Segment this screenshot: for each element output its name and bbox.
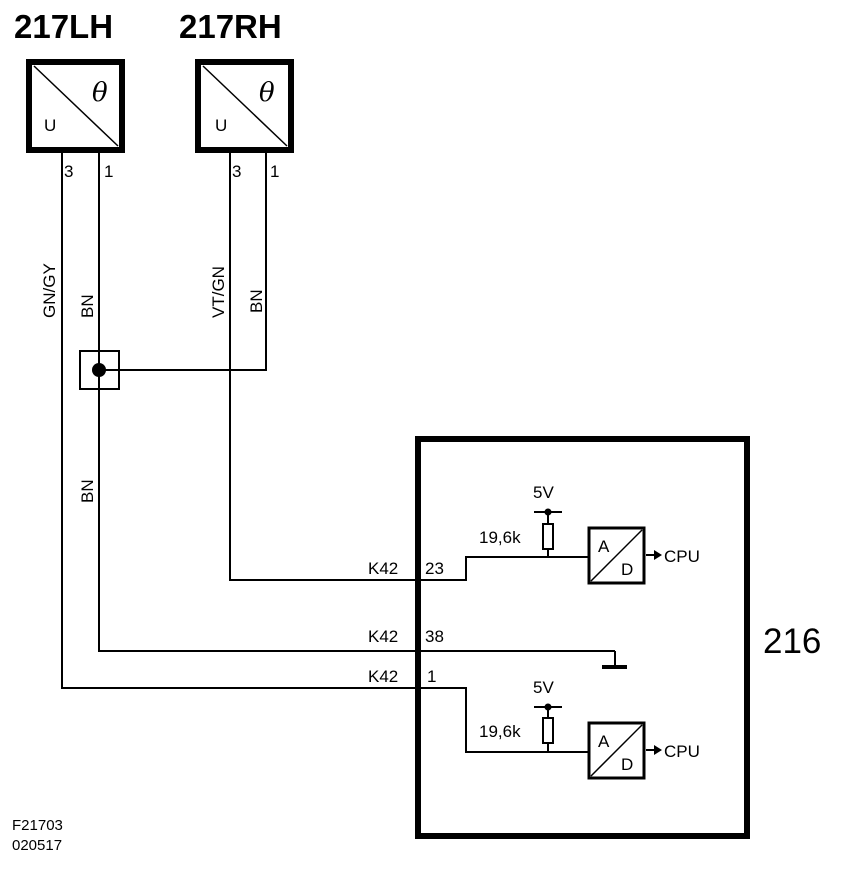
connector-label-38: K42 <box>368 627 398 646</box>
internal-wire-top <box>418 556 588 581</box>
sensor-217rh-pin1: 1 <box>270 162 279 181</box>
supply-label-bottom: 5V <box>533 678 554 697</box>
sensor-217lh-pin1: 1 <box>104 162 113 181</box>
adc-a-bottom: A <box>598 732 610 751</box>
sensor-217rh-label: 217RH <box>179 8 282 45</box>
sensor-217rh-u: U <box>215 116 227 135</box>
sensor-217lh: 217LH θ U 3 1 <box>14 8 125 181</box>
wire-label-rh-ground: BN <box>247 289 266 313</box>
wire-rh-ground <box>99 153 267 371</box>
wire-label-common-ground: BN <box>78 479 97 503</box>
wire-rh-signal <box>229 153 418 581</box>
pin-1: 1 <box>427 667 436 686</box>
sensor-217rh: 217RH θ U 3 1 <box>179 8 294 181</box>
wire-lh-signal <box>61 153 418 689</box>
resistor-bottom <box>542 717 554 744</box>
cpu-arrow-bottom <box>654 745 662 755</box>
supply-dot-bottom <box>544 703 552 711</box>
sensor-217lh-box <box>26 59 125 153</box>
cpu-label-bottom: CPU <box>664 742 700 761</box>
resistor-label-bottom: 19,6k <box>479 722 521 741</box>
cpu-label-top: CPU <box>664 547 700 566</box>
wire-label-lh-signal: GN/GY <box>40 263 59 318</box>
internal-wire-bottom <box>418 687 588 753</box>
ecu-internal-wiring <box>418 511 654 753</box>
ecu-216: 216 K42 K42 K42 23 38 1 <box>368 436 821 839</box>
pin-23: 23 <box>425 559 444 578</box>
sensor-217rh-pin3: 3 <box>232 162 241 181</box>
splice-dot <box>92 363 106 377</box>
adc-block-bottom <box>587 721 646 780</box>
sensor-217lh-diagonal <box>33 65 119 147</box>
supply-dot-top <box>544 508 552 516</box>
wire-common-ground <box>98 370 418 652</box>
resistor-top <box>542 523 554 550</box>
ecu-box <box>415 436 750 839</box>
connector-label-1: K42 <box>368 667 398 686</box>
sensor-217lh-label: 217LH <box>14 8 113 45</box>
sensor-217lh-u: U <box>44 116 56 135</box>
sensor-217lh-pin3: 3 <box>64 162 73 181</box>
sensor-217rh-box <box>195 59 294 153</box>
sensor-217rh-diagonal <box>202 65 288 147</box>
figure-ref-date: 020517 <box>12 837 62 854</box>
pin-38: 38 <box>425 627 444 646</box>
ecu-label: 216 <box>763 622 821 661</box>
connector-label-23: K42 <box>368 559 398 578</box>
sensor-217lh-theta: θ <box>92 78 108 108</box>
figure-ref-number: F21703 <box>12 817 63 834</box>
cpu-arrow-top <box>654 550 662 560</box>
adc-a-top: A <box>598 537 610 556</box>
adc-diagonal-top <box>590 529 643 582</box>
adc-diagonal-bottom <box>590 724 643 777</box>
resistor-label-top: 19,6k <box>479 528 521 547</box>
adc-d-bottom: D <box>621 755 633 774</box>
wire-label-lh-ground: BN <box>78 294 97 318</box>
adc-block-top <box>587 526 646 585</box>
supply-label-top: 5V <box>533 483 554 502</box>
ground-splice <box>79 350 120 390</box>
sensor-217rh-theta: θ <box>259 78 275 108</box>
wire-label-rh-signal: VT/GN <box>209 266 228 318</box>
splice-box <box>79 350 120 390</box>
wires <box>61 153 418 689</box>
adc-d-top: D <box>621 560 633 579</box>
